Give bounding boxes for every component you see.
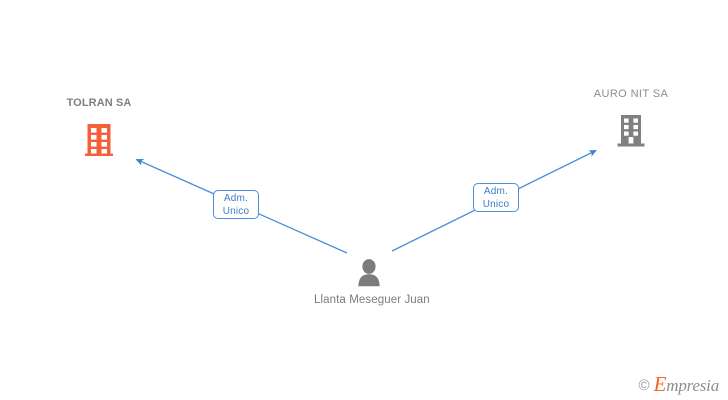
node-company-auro-nit[interactable]: AURO NIT SA: [566, 88, 696, 148]
building-icon: [617, 115, 645, 147]
node-icon-wrap-tolran: [34, 117, 164, 157]
node-icon-wrap-person: [314, 258, 424, 288]
edge-label-adm-unico-auro-nit[interactable]: Adm. Unico: [473, 183, 519, 212]
node-label-auro-nit: AURO NIT SA: [593, 88, 669, 100]
copyright-icon: ©: [638, 376, 650, 394]
watermark-brand: Empresia: [654, 374, 720, 395]
node-label-tolran: TOLRAN SA: [66, 97, 132, 109]
watermark-brand-rest: mpresia: [666, 376, 719, 395]
node-label-person: Llanta Meseguer Juan: [314, 294, 430, 306]
edge-label-adm-unico-tolran[interactable]: Adm. Unico: [213, 190, 259, 219]
node-icon-wrap-auro-nit: [566, 108, 696, 148]
watermark-empresia: © Empresia: [638, 374, 720, 395]
building-icon: [85, 124, 113, 156]
node-person-llanta-meseguer-juan[interactable]: Llanta Meseguer Juan: [314, 258, 430, 308]
watermark-brand-initial: E: [653, 372, 667, 396]
node-company-tolran[interactable]: TOLRAN SA: [34, 97, 164, 157]
person-icon: [358, 259, 380, 287]
